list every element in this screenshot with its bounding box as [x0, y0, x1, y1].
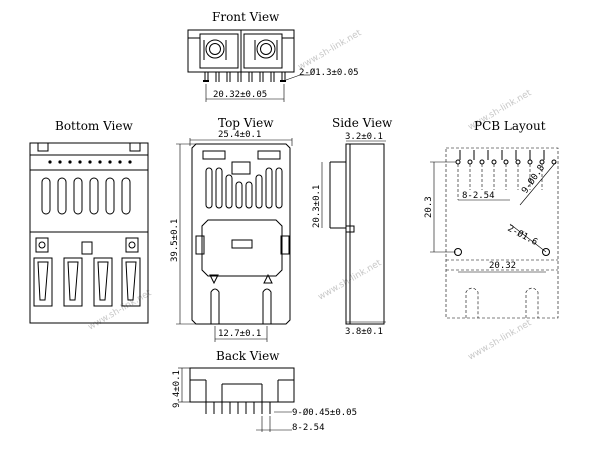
side-view: Side View 3.2±0.1 20.3±0.1 3.8±0.1	[312, 116, 393, 337]
watermark: www.sh-link.net	[467, 318, 534, 363]
watermark: www.sh-link.net	[87, 288, 154, 333]
back-pitch-dim: 8-2.54	[292, 423, 325, 433]
front-view-title: Front View	[212, 10, 280, 24]
back-height-dim: 9.4±0.1	[172, 370, 182, 408]
port-circle	[256, 39, 276, 59]
top-width-dim: 25.4±0.1	[218, 130, 261, 140]
port-circle	[205, 39, 225, 59]
pcb-small-holes-dim: 9-Ø0.8	[519, 163, 547, 196]
pcb-layout: PCB Layout 8-2.54 9-Ø0.8 2-Ø1.6	[424, 119, 559, 319]
pcb-height-dim: 20.3	[424, 196, 434, 218]
back-view: Back View 9.4±0.1 9-Ø0.45±0.05 8-2.54	[172, 349, 357, 433]
top-view-title: Top View	[218, 116, 274, 130]
pcb-view-title: PCB Layout	[474, 119, 546, 133]
top-height-dim: 39.5±0.1	[170, 219, 180, 262]
side-bottom-dim: 3.8±0.1	[345, 327, 383, 337]
watermark: www.sh-link.net	[297, 28, 364, 73]
top-pitch-dim: 12.7±0.1	[218, 329, 261, 339]
back-view-title: Back View	[216, 349, 280, 363]
pcb-big-holes-dim: 2-Ø1.6	[506, 223, 540, 248]
side-top-dim: 3.2±0.1	[345, 132, 383, 142]
top-view: Top View 25.4±0.1 39.5±0.1	[170, 116, 293, 342]
side-view-title: Side View	[332, 116, 393, 130]
back-pins-dim: 9-Ø0.45±0.05	[292, 407, 357, 418]
side-height-dim: 20.3±0.1	[312, 185, 322, 228]
bottom-view: Bottom View	[29, 119, 149, 324]
front-width-dim: 20.32±0.05	[213, 90, 267, 100]
pcb-pitch-dim: 8-2.54	[462, 191, 495, 201]
front-view: Front View 2-Ø1.3±0.05	[187, 10, 359, 102]
pcb-width-dim: 20.32	[489, 261, 516, 271]
front-holes-dim: 2-Ø1.3±0.05	[299, 67, 359, 78]
bottom-view-title: Bottom View	[55, 119, 134, 133]
